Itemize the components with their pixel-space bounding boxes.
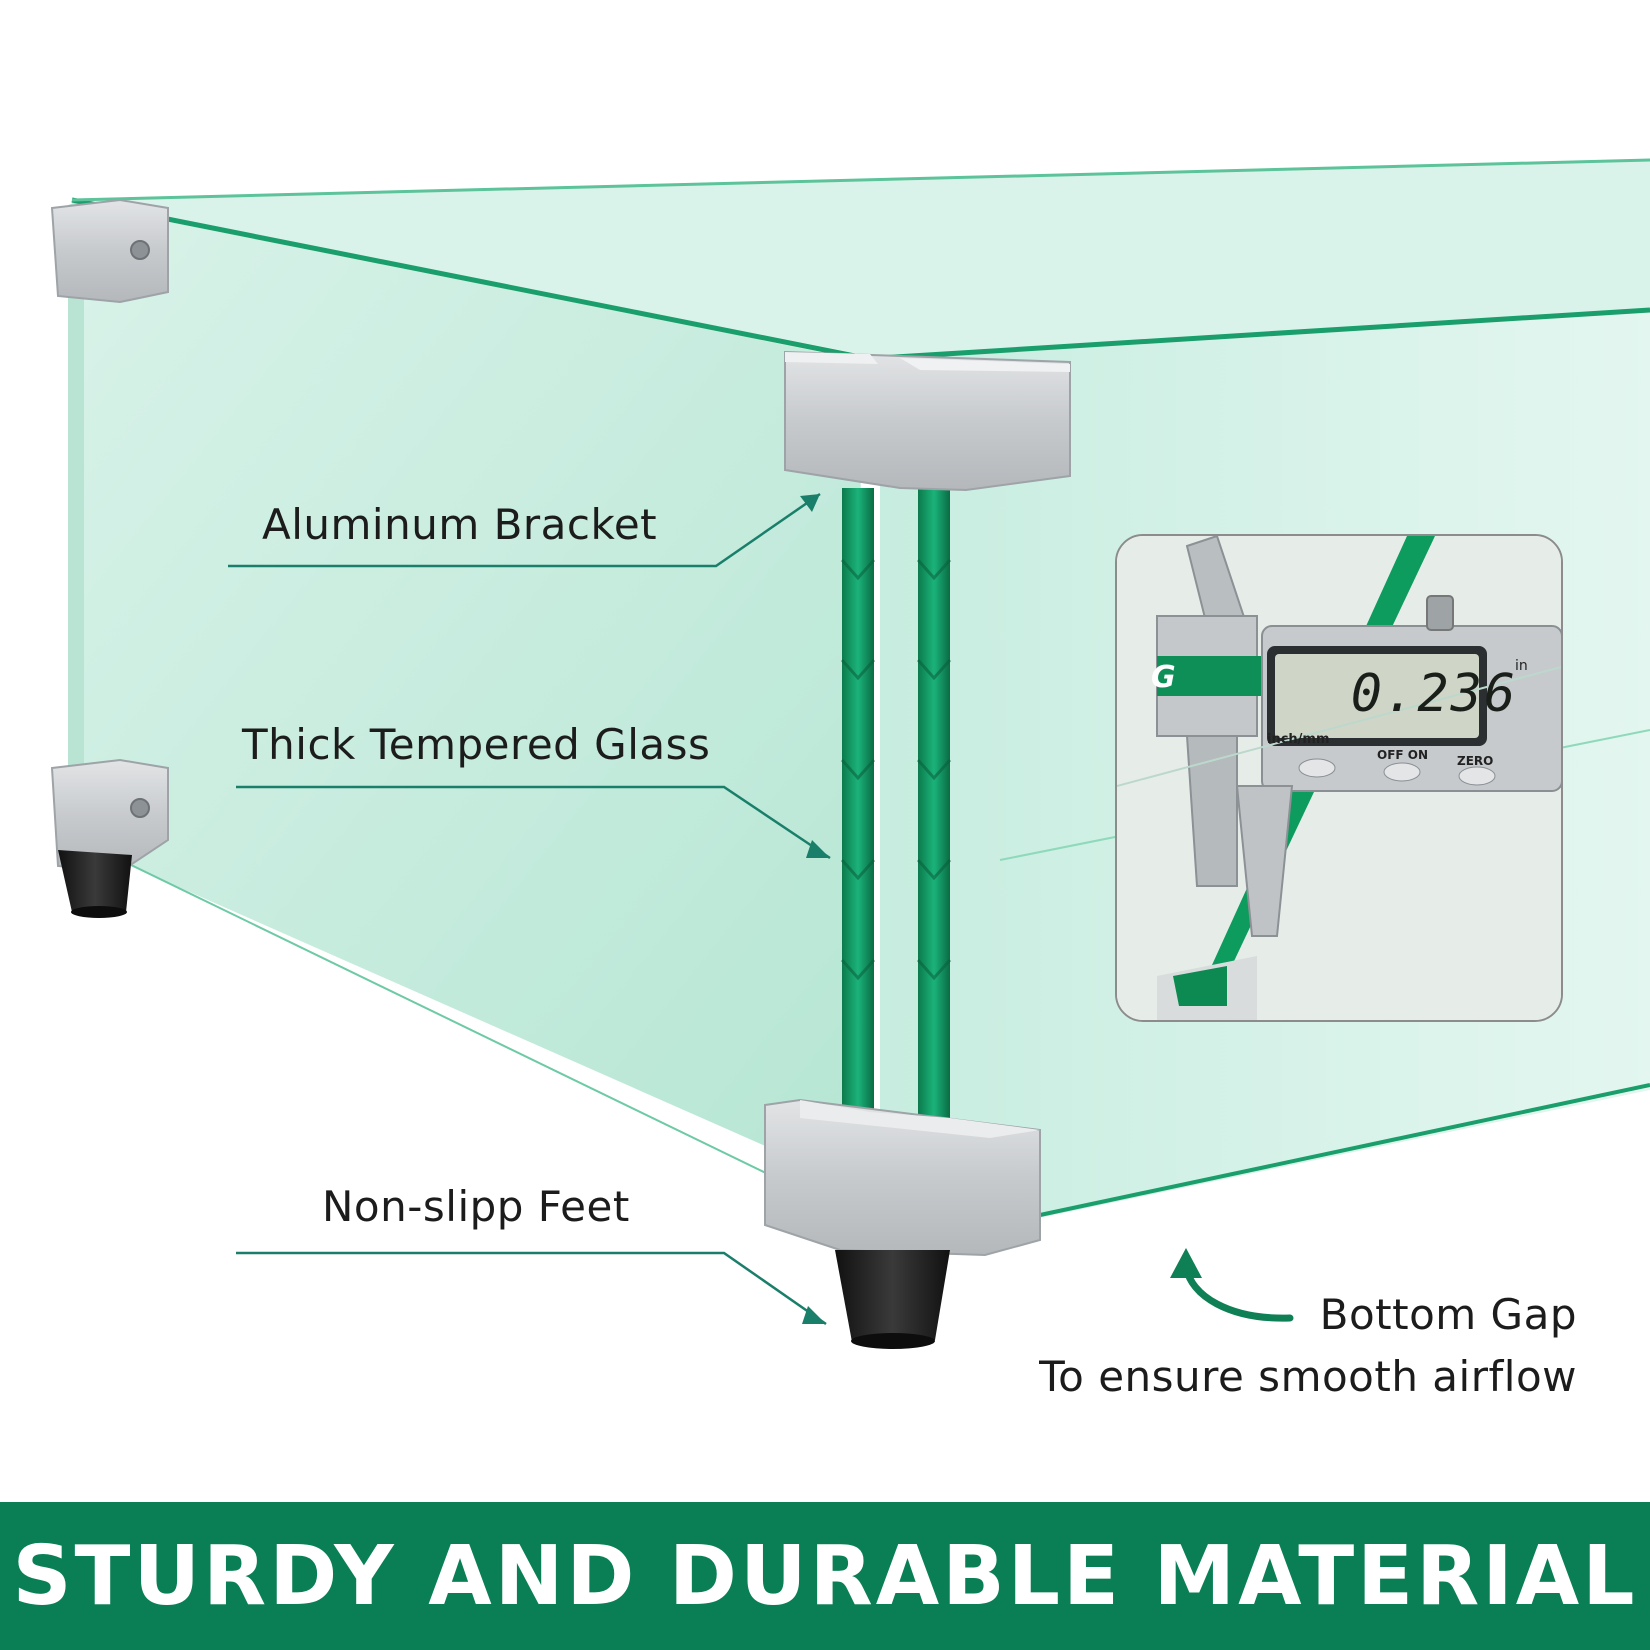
- callout-aluminum-bracket: Aluminum Bracket: [262, 500, 658, 549]
- glass-panel-front: [72, 200, 865, 1190]
- aluminum-bracket-bottom: [764, 1098, 1041, 1257]
- callout-non-slip-feet: Non-slipp Feet: [322, 1182, 630, 1231]
- glass-panel-left: [68, 200, 84, 845]
- glass-edge-top-back: [71, 158, 1650, 202]
- callout-line-glass: [236, 785, 831, 860]
- caliper-mode-label: inch/mm: [1267, 732, 1330, 747]
- callout-line-feet: [236, 1251, 827, 1326]
- glass-thickness-edge-right: [918, 488, 950, 1138]
- caliper-brand-logo: G: [1151, 660, 1176, 695]
- aluminum-bracket-top: [784, 350, 1071, 492]
- aluminum-bracket-left-top: [50, 198, 169, 304]
- glass-edge-top-front: [71, 197, 876, 363]
- banner-title: STURDY AND DURABLE MATERIAL: [12, 1528, 1638, 1624]
- glass-thickness-edge-left: [842, 488, 874, 1138]
- callout-bottom-gap-title: Bottom Gap: [1319, 1290, 1577, 1339]
- glass-edge-top-right: [879, 307, 1650, 361]
- rubber-foot-left: [58, 850, 132, 918]
- callout-line-bracket: [228, 492, 821, 568]
- caliper-illustration: [1117, 536, 1561, 1020]
- caliper-unit: in: [1515, 658, 1528, 674]
- caliper-reading: 0.236: [1350, 664, 1518, 724]
- glass-edge-chevrons: [840, 559, 952, 981]
- callout-tempered-glass: Thick Tempered Glass: [242, 720, 711, 769]
- aluminum-bracket-left-bottom: [50, 758, 169, 874]
- callout-arrow-bottom-gap: [1170, 1248, 1294, 1322]
- caliper-off-on-label: OFF ON: [1377, 748, 1429, 762]
- glass-edge-bottom-right: [1039, 1083, 1650, 1217]
- banner: STURDY AND DURABLE MATERIAL: [0, 1502, 1650, 1650]
- callout-bottom-gap-desc: To ensure smooth airflow: [1039, 1352, 1577, 1401]
- glass-edge-bottom-front: [89, 844, 771, 1176]
- rubber-foot-main: [835, 1250, 950, 1349]
- caliper-zero-label: ZERO: [1457, 754, 1494, 768]
- glass-panel-back: [72, 160, 1650, 358]
- caliper-inset: G 0.236 in inch/mm OFF ON ZERO: [1115, 534, 1563, 1022]
